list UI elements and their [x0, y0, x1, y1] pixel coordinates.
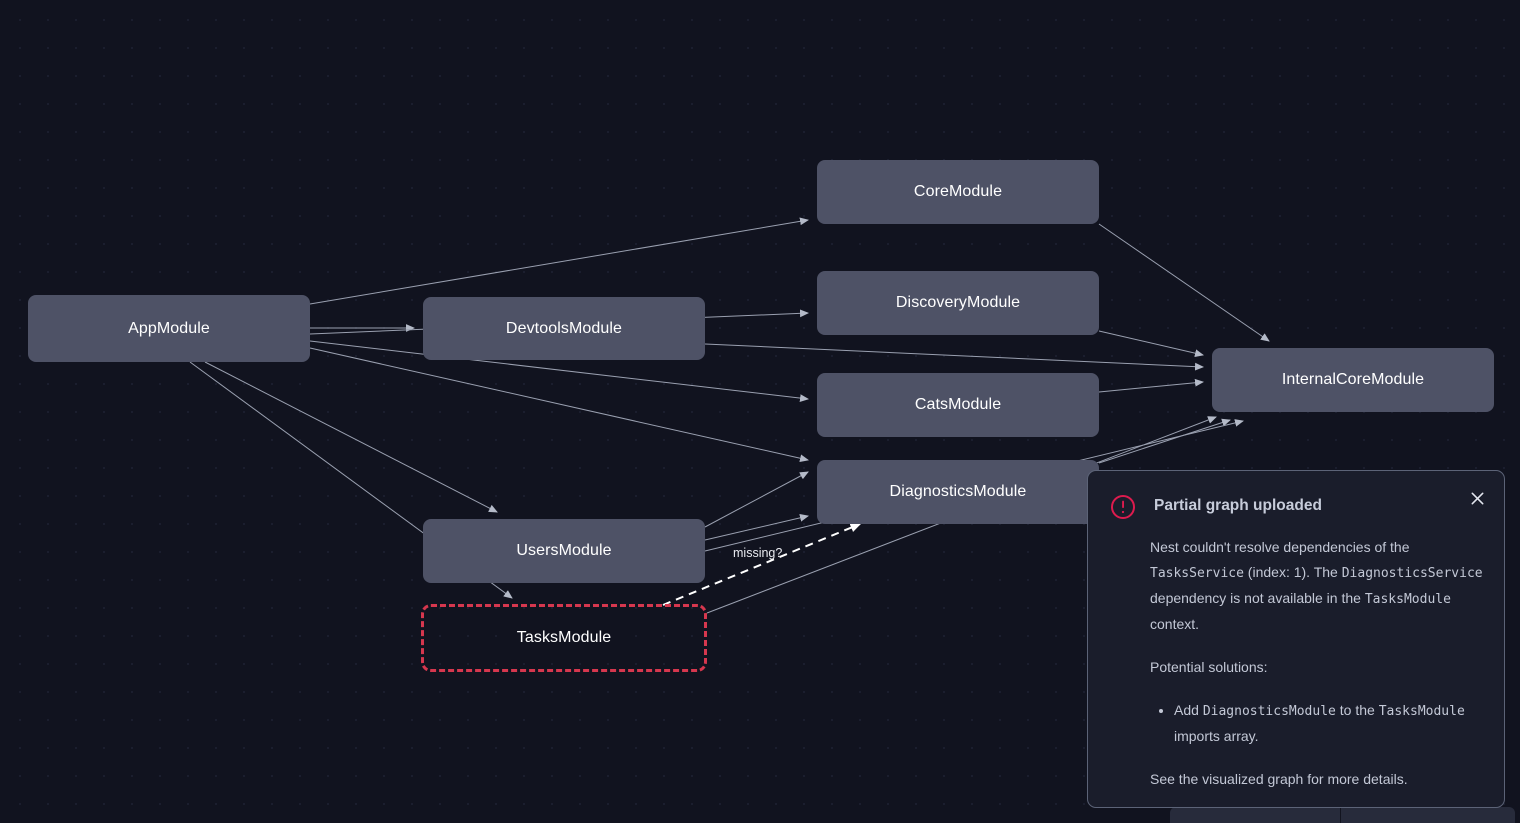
bottom-toolbar-partial[interactable] — [1170, 807, 1515, 823]
code-tasks-module: TasksModule — [1364, 592, 1451, 607]
toast-paragraph-error: Nest couldn't resolve dependencies of th… — [1150, 535, 1484, 637]
toast-potential-solutions-heading: Potential solutions: — [1150, 659, 1268, 675]
node-label: DiagnosticsModule — [889, 483, 1027, 500]
node-label: InternalCoreModule — [1281, 371, 1425, 388]
edge-users-diagnostics-2 — [704, 514, 809, 541]
toast-title: Partial graph uploaded — [1154, 497, 1322, 514]
bottom-toolbar-divider — [1340, 807, 1341, 823]
edge-devtools-internalcore — [704, 343, 1204, 371]
toast-notification: Partial graph uploaded Nest couldn't res… — [1087, 470, 1505, 808]
error-text-4: context. — [1150, 616, 1200, 632]
code-diagnostics-service: DiagnosticsService — [1341, 566, 1483, 581]
node-label: UsersModule — [516, 542, 612, 559]
edge-diagnostics-internalcore — [1098, 418, 1231, 464]
code-diagnostics-module: DiagnosticsModule — [1202, 704, 1336, 719]
node-devtools-module[interactable]: DevtoolsModule — [423, 297, 705, 360]
error-circle-icon — [1110, 494, 1136, 520]
edge-tasks-diagnostics-missing — [662, 523, 862, 606]
toast-body: Nest couldn't resolve dependencies of th… — [1150, 535, 1484, 807]
error-text-1: Nest couldn't resolve dependencies of th… — [1150, 539, 1410, 555]
edge-app-diagnostics — [309, 347, 809, 463]
node-discovery-module[interactable]: DiscoveryModule — [817, 271, 1099, 335]
code-tasks-service: TasksService — [1150, 566, 1244, 581]
list-item: Add DiagnosticsModule to the TasksModule… — [1174, 698, 1484, 749]
toast-solutions-list: Add DiagnosticsModule to the TasksModule… — [1150, 698, 1484, 749]
node-internalcore-module[interactable]: InternalCoreModule — [1212, 348, 1494, 412]
code-tasks-module-2: TasksModule — [1378, 704, 1465, 719]
solution-text-1: Add — [1174, 702, 1203, 718]
edge-label-missing: missing? — [733, 546, 783, 560]
node-label: DevtoolsModule — [505, 319, 623, 337]
edge-users-diagnostics — [704, 471, 809, 528]
edge-app-core — [309, 217, 809, 305]
edge-app-cats — [309, 340, 809, 402]
solution-text-3: imports array. — [1174, 728, 1259, 744]
node-users-module[interactable]: UsersModule — [423, 519, 705, 583]
node-label: DiscoveryModule — [895, 294, 1021, 311]
close-icon[interactable] — [1464, 485, 1490, 511]
node-tasks-module[interactable]: TasksModule — [421, 604, 707, 672]
node-diagnostics-module[interactable]: DiagnosticsModule — [817, 460, 1099, 524]
node-core-module[interactable]: CoreModule — [817, 160, 1099, 224]
node-cats-module[interactable]: CatsModule — [817, 373, 1099, 437]
node-label: CoreModule — [913, 183, 1003, 200]
edge-cats-internalcore — [1098, 378, 1204, 393]
solution-text-2: to the — [1335, 702, 1379, 718]
node-label: AppModule — [128, 319, 210, 337]
error-text-2: (index: 1). The — [1243, 564, 1342, 580]
edge-discovery-internalcore — [1098, 330, 1204, 358]
node-label: TasksModule — [516, 629, 612, 646]
toast-footer-note: See the visualized graph for more detail… — [1150, 771, 1408, 787]
node-label: CatsModule — [914, 396, 1002, 413]
toast-header: Partial graph uploaded — [1110, 493, 1482, 520]
node-app-module[interactable]: AppModule — [28, 295, 310, 362]
error-text-3: dependency is not available in the — [1150, 590, 1365, 606]
edge-core-internalcore — [1098, 223, 1270, 342]
edge-app-users — [204, 361, 498, 513]
